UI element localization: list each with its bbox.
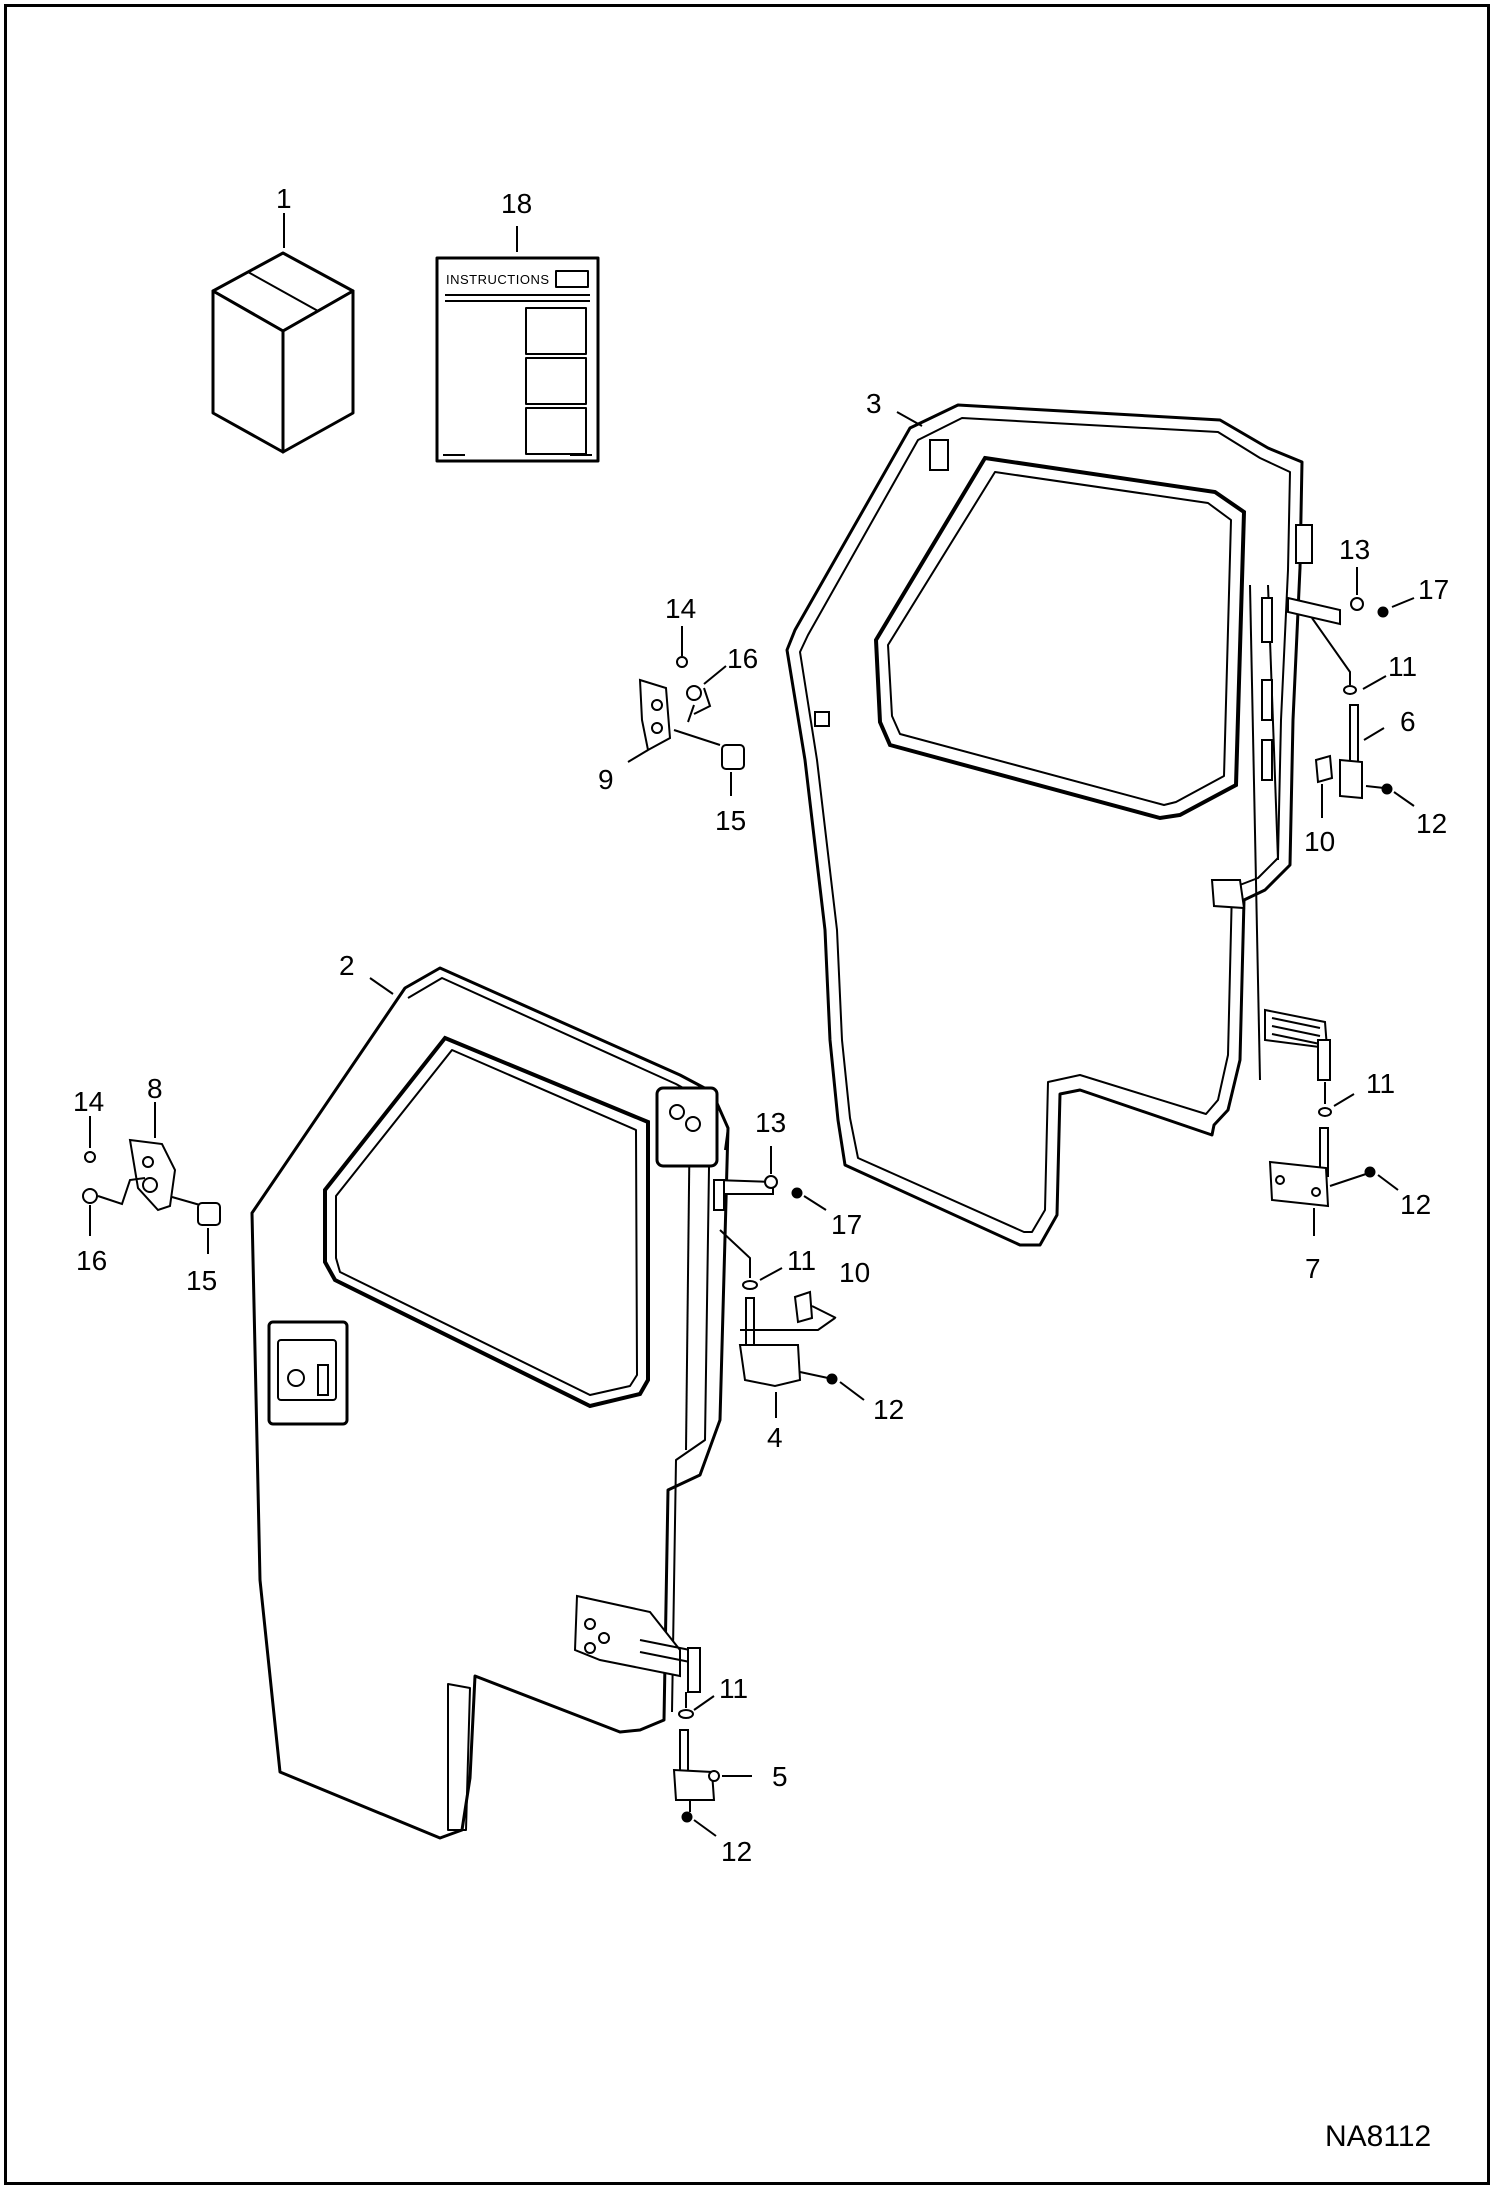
callout-13: 13 bbox=[1339, 534, 1370, 565]
callout-12: 12 bbox=[721, 1836, 752, 1867]
callout-11: 11 bbox=[787, 1245, 816, 1276]
page-border bbox=[4, 4, 1490, 2185]
callout-5: 5 bbox=[772, 1761, 788, 1792]
callout-6: 6 bbox=[1400, 706, 1416, 737]
callout-11: 11 bbox=[719, 1673, 748, 1704]
callout-1: 1 bbox=[276, 183, 292, 214]
callout-12: 12 bbox=[1416, 808, 1447, 839]
drawing-id: NA8112 bbox=[1325, 2120, 1431, 2153]
callout-2: 2 bbox=[339, 950, 355, 981]
callout-labels: 1 18 3 13 17 11 6 10 12 14 16 9 15 11 12… bbox=[73, 183, 1449, 1867]
callout-14: 14 bbox=[665, 593, 696, 624]
callout-3: 3 bbox=[866, 388, 882, 419]
callout-12: 12 bbox=[1400, 1189, 1431, 1220]
door-panel-part bbox=[250, 966, 774, 1840]
callout-7: 7 bbox=[1305, 1253, 1321, 1284]
callout-17: 17 bbox=[1418, 574, 1449, 605]
callout-15: 15 bbox=[186, 1265, 217, 1296]
callout-11: 11 bbox=[1366, 1068, 1395, 1099]
callout-4: 4 bbox=[767, 1422, 783, 1453]
callout-9: 9 bbox=[598, 764, 614, 795]
callout-13: 13 bbox=[755, 1107, 786, 1138]
callout-16: 16 bbox=[727, 643, 758, 674]
hardware-door-2 bbox=[672, 1175, 838, 1823]
callout-11: 11 bbox=[1388, 651, 1417, 682]
callout-16: 16 bbox=[76, 1245, 107, 1276]
leader-lines bbox=[89, 411, 1415, 1837]
callout-8: 8 bbox=[147, 1073, 163, 1104]
kit-box-part bbox=[211, 251, 355, 454]
callout-15: 15 bbox=[715, 805, 746, 836]
callout-17: 17 bbox=[831, 1209, 862, 1240]
callout-12: 12 bbox=[873, 1394, 904, 1425]
instructions-sheet-part: INSTRUCTIONS bbox=[435, 256, 600, 463]
callout-14: 14 bbox=[73, 1086, 104, 1117]
door-frame-part bbox=[785, 403, 1341, 1247]
callout-18: 18 bbox=[501, 188, 532, 219]
hardware-door-3 bbox=[1268, 597, 1393, 1208]
callout-10: 10 bbox=[839, 1257, 870, 1288]
callout-10: 10 bbox=[1304, 826, 1335, 857]
latch-8-assembly bbox=[82, 1138, 221, 1226]
instructions-label: INSTRUCTIONS bbox=[446, 272, 550, 287]
latch-9-assembly bbox=[638, 656, 745, 770]
